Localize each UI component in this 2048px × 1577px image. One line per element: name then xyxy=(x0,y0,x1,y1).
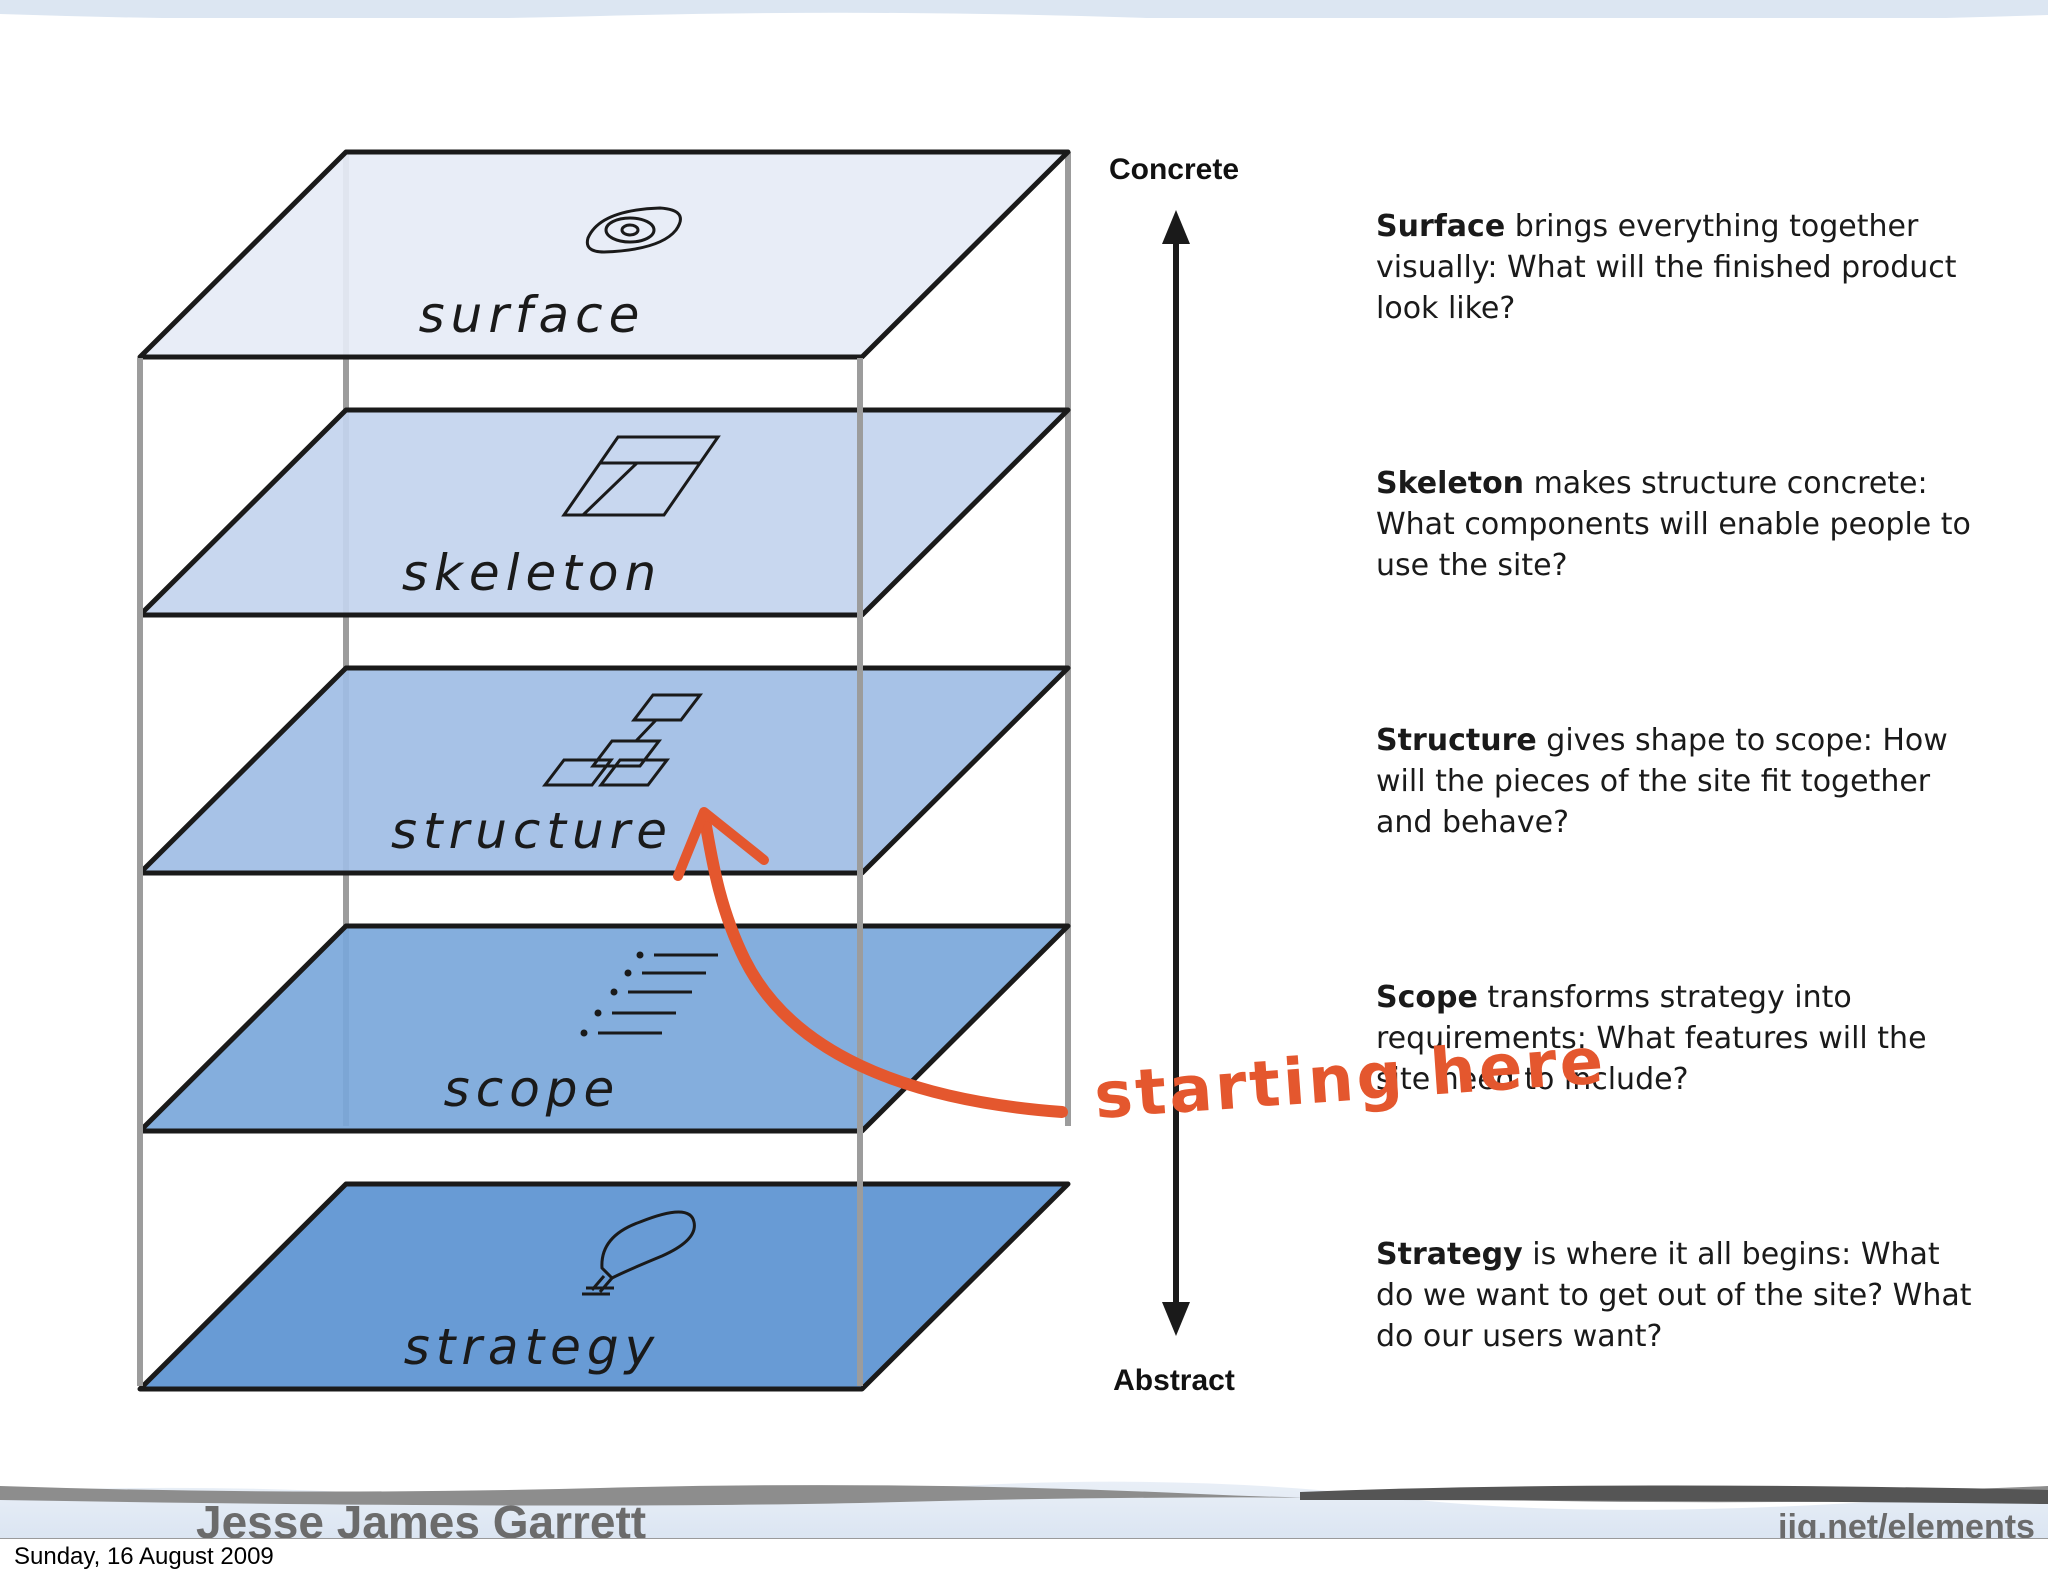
description-text: transforms strategy into requirements: W… xyxy=(1376,980,1927,1097)
description-text: is where it all begins: What do we want … xyxy=(1376,1237,1972,1354)
top-paper-edge xyxy=(0,0,2048,31)
date-bar: Sunday, 16 August 2009 xyxy=(0,1538,2048,1577)
description-skeleton: Skeleton makes structure concrete: What … xyxy=(1376,463,1976,586)
annotation-arrowhead xyxy=(673,807,769,881)
annotation-arrow xyxy=(700,820,1068,1118)
description-title: Skeleton xyxy=(1376,466,1525,501)
layer-label-scope: scope xyxy=(444,1060,621,1118)
description-title: Scope xyxy=(1376,980,1478,1015)
axis-top-label: Concrete xyxy=(1109,153,1239,186)
description-scope: Scope transforms strategy into requireme… xyxy=(1376,977,1976,1100)
front-posts xyxy=(137,358,863,1386)
description-title: Structure xyxy=(1376,723,1537,758)
concrete-abstract-axis: Concrete Abstract xyxy=(1109,153,1239,1397)
description-structure: Structure gives shape to scope: How will… xyxy=(1376,720,1976,843)
layer-plane-surface xyxy=(137,149,1071,360)
wireframe-icon xyxy=(561,435,721,517)
list-icon xyxy=(580,951,718,1037)
layer-label-surface: surface xyxy=(419,286,646,344)
description-title: Surface xyxy=(1376,209,1506,244)
arrow-down-icon xyxy=(1162,1302,1190,1336)
arrow-up-icon xyxy=(1162,210,1190,244)
date-label: Sunday, 16 August 2009 xyxy=(14,1543,274,1570)
description-text: gives shape to scope: How will the piece… xyxy=(1376,723,1948,840)
starting-here-annotation xyxy=(673,807,1068,1118)
layer-label-skeleton: skeleton xyxy=(402,544,662,602)
eye-icon xyxy=(585,206,682,254)
layer-label-structure: structure xyxy=(391,802,673,860)
lightbulb-icon xyxy=(582,1210,696,1296)
description-surface: Surface brings everything together visua… xyxy=(1376,206,1976,329)
description-text: makes structure concrete: What component… xyxy=(1376,466,1971,583)
description-strategy: Strategy is where it all begins: What do… xyxy=(1376,1234,1976,1357)
layer-label-strategy: strategy xyxy=(404,1318,661,1376)
description-title: Strategy xyxy=(1376,1237,1523,1272)
sitemap-icon xyxy=(541,693,704,787)
description-text: brings everything together visually: Wha… xyxy=(1376,209,1957,326)
axis-bottom-label: Abstract xyxy=(1113,1364,1235,1397)
